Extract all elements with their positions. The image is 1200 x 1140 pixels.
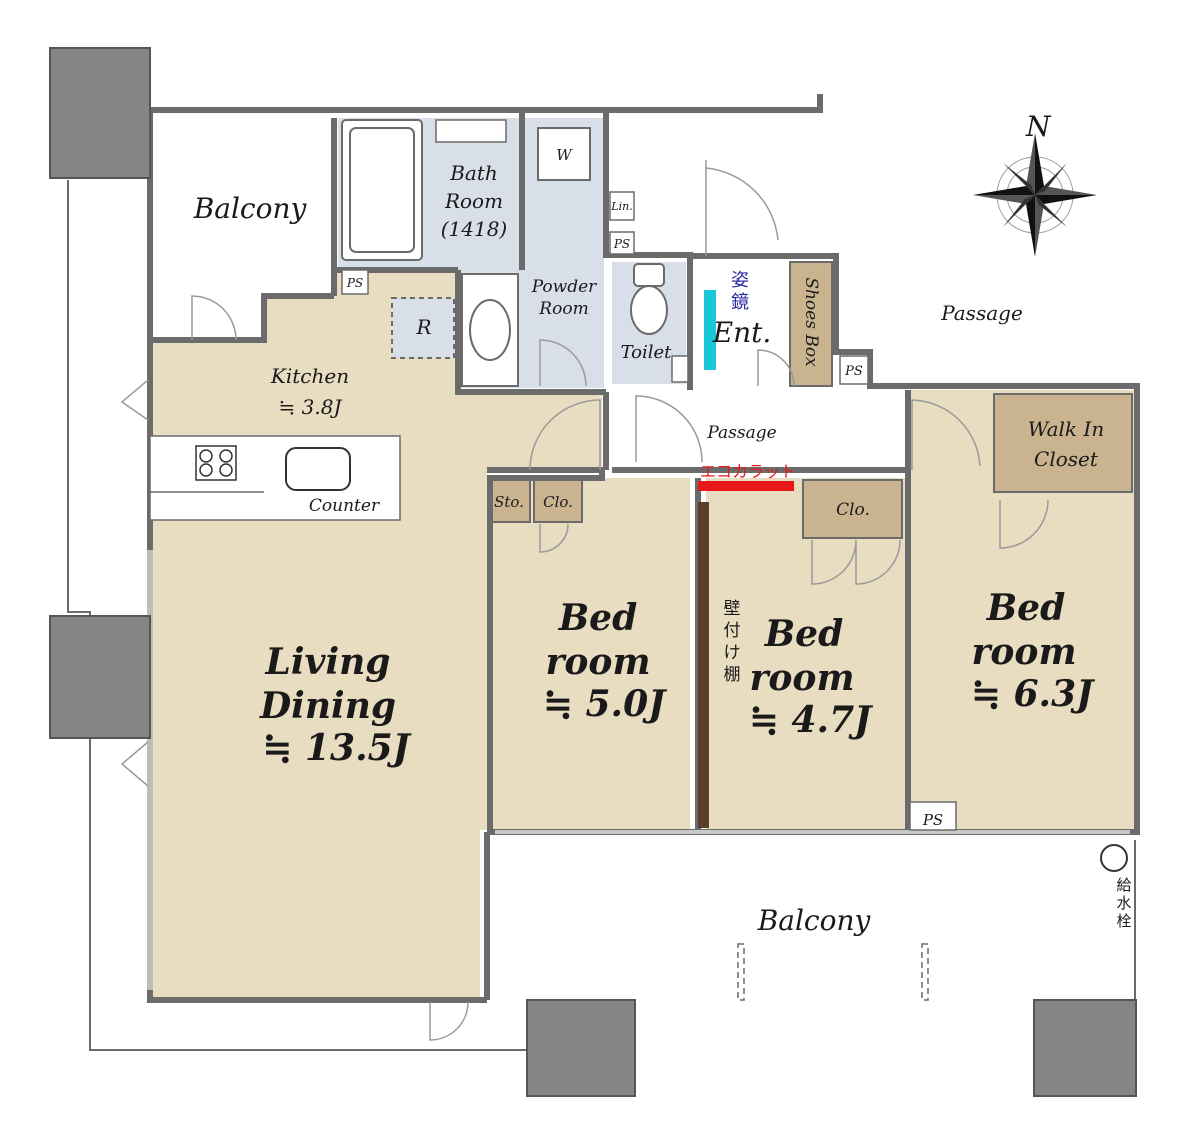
balcony-railing (67, 180, 527, 1051)
bath-label-3: (1418) (441, 217, 508, 241)
linen-box (609, 191, 635, 221)
bathtub-inner (349, 127, 415, 253)
shelf-jp-label-3: け (724, 643, 741, 663)
ps-box-entrance (839, 355, 869, 385)
bath-shelf (435, 119, 507, 143)
bed2-label-2: room (749, 657, 854, 699)
ps-label-kitchen: PS (346, 276, 363, 290)
shelf-jp-label-1: 壁 (724, 599, 741, 619)
bed1-label-1: Bed (558, 597, 638, 639)
passage-area (612, 392, 908, 470)
kitchen-counter (149, 435, 401, 521)
ps-box-kitchen (341, 269, 369, 295)
column-se (1033, 999, 1137, 1097)
hydrant-jp-label-1: 給 (1116, 876, 1131, 894)
bed2-size-label: ≒ 4.7J (749, 699, 873, 741)
ps-box-bedroom (909, 801, 957, 831)
living-size-label: ≒ 13.5J (262, 727, 411, 769)
balcony-s-label: Balcony (757, 904, 872, 937)
bath-label-1: Bath (449, 161, 498, 185)
ps-label-bedroom: PS (922, 811, 943, 829)
full-length-mirror (704, 290, 716, 370)
walk-in-label-1: Walk In (1028, 417, 1104, 441)
bed3-label-1: Bed (986, 587, 1066, 629)
balcony-nw-label: Balcony (193, 192, 308, 225)
bed2-label-1: Bed (764, 613, 844, 655)
ps-label-upper: PS (613, 237, 630, 251)
water-faucet-icon (1100, 844, 1128, 872)
vanity-sink (469, 299, 511, 361)
fridge-label: R (415, 315, 431, 339)
column-nw (49, 47, 151, 179)
walls (147, 94, 1140, 1003)
kitchen-label: Kitchen (270, 364, 349, 388)
bed1-size-label: ≒ 5.0J (543, 683, 667, 725)
closet-box-bed2 (802, 479, 903, 539)
shoes-box (789, 261, 833, 387)
shelf-jp-label-4: 棚 (724, 665, 741, 685)
ps-label-entrance: PS (844, 364, 863, 379)
shoes-box-label: Shoes Box (801, 277, 821, 367)
powder-label-2: Room (538, 299, 588, 319)
bath-label-2: Room (444, 189, 503, 213)
counter-label: Counter (309, 496, 380, 516)
closet-box-bed1 (533, 479, 583, 523)
walk-in-closet-box (993, 393, 1133, 493)
washer-label: W (556, 146, 573, 164)
toilet-bowl (630, 285, 668, 335)
toilet-tank (633, 263, 665, 287)
kitchen-size-label: ≒ 3.8J (279, 395, 343, 419)
bedroom1-area (490, 478, 690, 830)
eco-carat-wall (698, 481, 794, 491)
living-label-1: Living (265, 641, 391, 683)
balcony-dashed-marks (737, 943, 929, 1001)
living-label-2: Dining (259, 685, 396, 727)
eco-carat-label: エコカラット (700, 462, 796, 481)
stove-burners (199, 449, 233, 477)
column-s (526, 999, 636, 1097)
toilet-sink (671, 355, 689, 383)
shelf-jp-label-2: 付 (724, 621, 741, 641)
fridge-space (391, 297, 455, 359)
mirror-jp-label-1: 姿 (731, 270, 749, 291)
hydrant-jp-label-3: 栓 (1116, 912, 1131, 930)
bed3-label-2: room (971, 631, 1076, 673)
hydrant-jp-label-2: 水 (1116, 894, 1131, 912)
bed3-size-label: ≒ 6.3J (971, 673, 1095, 715)
compass-north-label: N (1025, 110, 1052, 143)
linen-label: Lin. (610, 200, 632, 213)
mirror-jp-label-2: 鏡 (731, 292, 749, 313)
bathtub (341, 119, 423, 261)
column-w (49, 615, 151, 739)
kitchen-sink (285, 447, 351, 491)
bed1-label-2: room (545, 641, 650, 683)
closet-label-bed2: Clo. (836, 500, 870, 520)
wall-shelf (698, 502, 709, 828)
walk-in-label-2: Closet (1034, 447, 1099, 471)
closet-label-bed1: Clo. (543, 493, 573, 511)
storage-label: Sto. (494, 493, 524, 511)
entrance-label: Ent. (712, 316, 772, 349)
powder-label-1: Powder (531, 277, 597, 297)
passage-outer-label: Passage (940, 301, 1023, 325)
compass-rose-icon (973, 133, 1097, 257)
passage-inner-label: Passage (706, 423, 776, 443)
washer-box (537, 127, 591, 181)
door-swings (120, 160, 1049, 1041)
vanity (461, 273, 519, 387)
ps-box-upper (609, 231, 635, 255)
toilet-label: Toilet (621, 342, 673, 363)
